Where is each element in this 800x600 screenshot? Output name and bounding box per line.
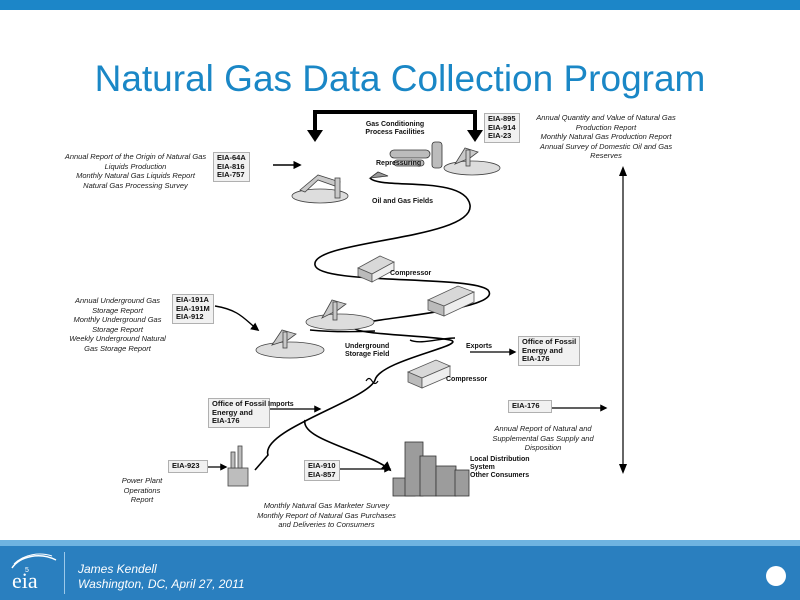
storage-field-pumpjacks (255, 299, 375, 359)
label-imports: Imports (268, 401, 294, 408)
footer-separator (64, 552, 65, 594)
box-line: EIA-910 (308, 461, 336, 470)
presenter-info: James Kendell Washington, DC, April 27, … (78, 562, 245, 592)
page-number: 5 (25, 567, 29, 574)
label-repressuring: Repressuring (376, 160, 422, 167)
footer-bar (0, 540, 800, 600)
box-eia-64a: EIA-64A EIA-816 EIA-757 (213, 152, 250, 182)
box-line: EIA-857 (308, 469, 336, 479)
logo-text: eia (12, 568, 38, 593)
top-accent-bar (0, 0, 800, 10)
label-line: Local Distribution (470, 456, 530, 463)
compressor-1-building (357, 255, 395, 283)
annotation-line: and Deliveries to Consumers (278, 520, 375, 529)
annotation-processing: Annual Report of the Origin of Natural G… (58, 152, 213, 190)
annotation-line: Monthly Natural Gas Production Report (540, 132, 672, 141)
annotation-line: Annual Survey of Domestic Oil and Gas Re… (539, 141, 673, 161)
annotation-line: Annual Underground Gas (74, 296, 161, 305)
label-line: Storage Field (345, 351, 390, 358)
annotation-top-right: Annual Quantity and Value of Natural Gas… (526, 113, 686, 161)
box-line: Office of Fossil (522, 337, 577, 346)
footer-wave (0, 540, 800, 546)
pipeline-to-storage (309, 329, 376, 333)
city-buildings (392, 441, 470, 497)
annotation-line: Natural Gas Processing Survey (83, 180, 188, 190)
label-line: Other Consumers (470, 472, 530, 479)
box-line: EIA-176 (212, 416, 240, 425)
annotation-marketer: Monthly Natural Gas Marketer Survey Mont… (244, 501, 409, 530)
oil-field-pumpjack (291, 147, 501, 204)
label-local-distribution: Local Distribution System Other Consumer… (470, 456, 530, 480)
box-line: EIA-191M (176, 303, 210, 313)
box-eia-910: EIA-910 EIA-857 (304, 460, 340, 481)
label-line: System (470, 464, 495, 471)
box-fossil-exports: Office of Fossil Energy and EIA-176 (518, 336, 581, 366)
annotation-line: Operations (123, 485, 161, 495)
annotation-supply: Annual Report of Natural and Supplementa… (483, 424, 603, 453)
annotation-line: Gas Storage Report (84, 343, 151, 353)
box-fossil-imports: Office of Fossil Energy and EIA-176 (208, 398, 271, 428)
box-line: EIA-895 (488, 114, 516, 123)
box-line: EIA-816 (217, 161, 245, 171)
annotation-power-plant: Power Plant Operations Report (112, 476, 172, 505)
annotation-line: Power Plant (121, 476, 163, 485)
slide-title: Natural Gas Data Collection Program (94, 58, 706, 99)
label-compressor-2: Compressor (446, 376, 488, 383)
box-line: Office of Fossil (212, 399, 267, 408)
annotation-line: Storage Report (92, 305, 143, 315)
box-line: EIA-64A (217, 153, 246, 162)
label-line: Gas Conditioning (365, 121, 425, 128)
box-line: EIA-191A (176, 295, 209, 304)
label-gas-conditioning: Gas Conditioning Process Facilities (355, 121, 435, 137)
presentation-location-date: Washington, DC, April 27, 2011 (78, 577, 245, 591)
annotation-line: Monthly Natural Gas Marketer Survey (263, 501, 390, 510)
label-exports: Exports (466, 343, 493, 350)
box-eia-895: EIA-895 EIA-914 EIA-23 (484, 113, 520, 143)
annotation-line: Annual Report of the Origin of Natural G… (64, 152, 207, 161)
annotation-line: Annual Report of Natural and (494, 424, 592, 433)
box-eia-191a: EIA-191A EIA-191M EIA-912 (172, 294, 214, 324)
eia-logo-icon: eia (11, 553, 57, 593)
label-compressor-1: Compressor (390, 270, 432, 277)
footer-dot-icon (766, 566, 786, 586)
label-line: Underground (345, 343, 390, 350)
annotation-storage: Annual Underground Gas Storage Report Mo… (60, 296, 175, 353)
pipeline-lower-branch (304, 419, 392, 472)
annotation-line: Monthly Natural Gas Liquids Report (76, 171, 195, 180)
pipeline-storage-branch (214, 305, 260, 332)
box-line: EIA-23 (488, 131, 512, 140)
annotation-line: Supplemental Gas Supply and (492, 433, 594, 443)
label-line: Process Facilities (365, 129, 425, 136)
annotation-line: Monthly Underground Gas (73, 315, 162, 324)
annotation-line: Weekly Underground Natural (69, 334, 166, 343)
repressuring-tanks (368, 141, 443, 179)
power-plant (227, 445, 249, 487)
pipeline-compressor-2 (409, 337, 456, 343)
compressor-2-building (406, 359, 452, 389)
annotation-line: Storage Report (92, 324, 143, 334)
annotation-line: Production Report (575, 122, 637, 132)
box-eia-176: EIA-176 (508, 400, 552, 413)
annotation-line: Disposition (524, 443, 562, 452)
box-line: EIA-176 (522, 354, 550, 363)
annotation-line: Annual Quantity and Value of Natural Gas (536, 113, 676, 122)
box-line: EIA-912 (176, 312, 204, 321)
annotation-line: Report (130, 495, 154, 504)
box-line: Energy and (522, 345, 563, 355)
box-line: Energy and (212, 407, 253, 417)
annotation-line: Monthly Report of Natural Gas Purchases (257, 510, 396, 520)
label-oil-gas-fields: Oil and Gas Fields (372, 198, 434, 205)
box-eia-923: EIA-923 (168, 460, 208, 473)
presenter-name: James Kendell (78, 562, 157, 576)
annotation-line: Liquids Production (104, 161, 167, 171)
box-line: EIA-757 (217, 170, 245, 179)
box-line: EIA-914 (488, 122, 516, 132)
label-underground-storage: Underground Storage Field (345, 343, 389, 359)
compressor-storage-building (426, 285, 476, 317)
